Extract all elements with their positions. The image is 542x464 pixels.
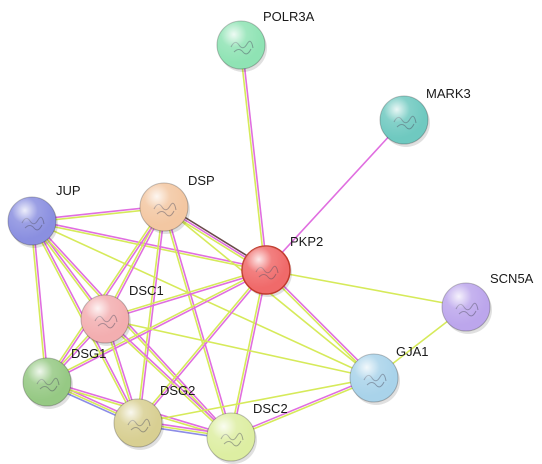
edge-line — [31, 220, 375, 379]
node-dsg2[interactable]: DSG2 — [113, 383, 195, 450]
edge-dsc2-gja1 — [230, 376, 375, 439]
edge-pkp2-dsg1 — [46, 268, 267, 384]
node-jup[interactable]: JUP — [7, 183, 81, 248]
edge-line — [103, 319, 231, 439]
edge-line — [164, 206, 233, 437]
edge-line — [136, 206, 164, 423]
edge-line — [32, 219, 267, 270]
node-gloss — [217, 21, 265, 69]
node-gloss — [380, 96, 428, 144]
node-label: POLR3A — [263, 9, 315, 24]
edge-line — [138, 270, 268, 425]
edge-line — [265, 269, 467, 308]
edge-line — [30, 221, 231, 439]
edge-line — [229, 269, 266, 437]
edge-dsg2-gja1 — [137, 377, 375, 424]
edge-pkp2-dsg2 — [136, 268, 268, 425]
node-label: DSC2 — [253, 401, 288, 416]
node-gloss — [23, 358, 71, 406]
edge-line — [138, 207, 166, 424]
edge-pkp2-dsc1 — [104, 268, 267, 321]
node-dsp[interactable]: DSP — [139, 173, 215, 234]
edge-line — [32, 220, 49, 382]
edge-line — [231, 378, 375, 439]
edge-pkp2-scn5a — [265, 269, 467, 308]
edge-line — [32, 219, 233, 437]
node-gloss — [114, 399, 162, 447]
edge-line — [231, 270, 268, 438]
node-pkp2[interactable]: PKP2 — [241, 234, 323, 297]
node-gloss — [81, 295, 129, 343]
edge-dsc1-gja1 — [104, 318, 375, 379]
edge-pkp2-gja1 — [264, 268, 376, 380]
edge-polr3a-pkp2 — [239, 44, 268, 271]
edge-line — [104, 268, 266, 319]
edge-line — [239, 45, 266, 271]
edge-line — [104, 318, 375, 379]
node-gloss — [350, 354, 398, 402]
node-gja1[interactable]: GJA1 — [349, 344, 429, 405]
node-label: DSG2 — [160, 383, 195, 398]
edge-line — [137, 377, 375, 424]
edge-dsp-dsg2 — [136, 206, 166, 424]
node-mark3[interactable]: MARK3 — [379, 86, 471, 147]
node-label: GJA1 — [396, 344, 429, 359]
edge-line — [47, 270, 267, 384]
node-gloss — [242, 246, 290, 294]
node-label: JUP — [56, 183, 81, 198]
node-gloss — [140, 183, 188, 231]
edge-line — [265, 119, 405, 271]
node-label: DSC1 — [129, 283, 164, 298]
edge-mark3-pkp2 — [265, 119, 405, 271]
edge-jup-dsg1 — [30, 220, 49, 383]
node-dsc2[interactable]: DSC2 — [206, 401, 288, 464]
node-polr3a[interactable]: POLR3A — [216, 9, 315, 72]
edge-line — [105, 270, 267, 321]
node-gloss — [442, 283, 490, 331]
edge-line — [46, 268, 266, 382]
node-label: PKP2 — [290, 234, 323, 249]
edge-dsc1-dsc2 — [103, 317, 233, 439]
edge-line — [105, 317, 233, 437]
edge-line — [136, 268, 266, 423]
edge-line — [264, 270, 374, 380]
edge-line — [230, 376, 374, 437]
edge-jup-gja1 — [31, 220, 375, 379]
node-gloss — [207, 413, 255, 461]
edge-line — [31, 221, 266, 272]
node-label: SCN5A — [490, 271, 534, 286]
node-label: DSG1 — [71, 346, 106, 361]
node-dsc1[interactable]: DSC1 — [80, 283, 164, 346]
edge-line — [45, 205, 164, 382]
edge-line — [266, 268, 376, 378]
edge-dsp-dsc2 — [162, 206, 233, 438]
edge-line — [241, 44, 268, 270]
edge-jup-pkp2 — [31, 219, 267, 272]
node-scn5a[interactable]: SCN5A — [441, 271, 534, 334]
node-label: MARK3 — [426, 86, 471, 101]
edge-pkp2-dsc2 — [229, 269, 268, 438]
node-gloss — [8, 197, 56, 245]
edge-jup-dsc2 — [30, 219, 233, 439]
edge-line — [30, 221, 47, 383]
node-dsg1[interactable]: DSG1 — [22, 346, 106, 409]
node-label: DSP — [188, 173, 215, 188]
edge-line — [162, 207, 231, 438]
